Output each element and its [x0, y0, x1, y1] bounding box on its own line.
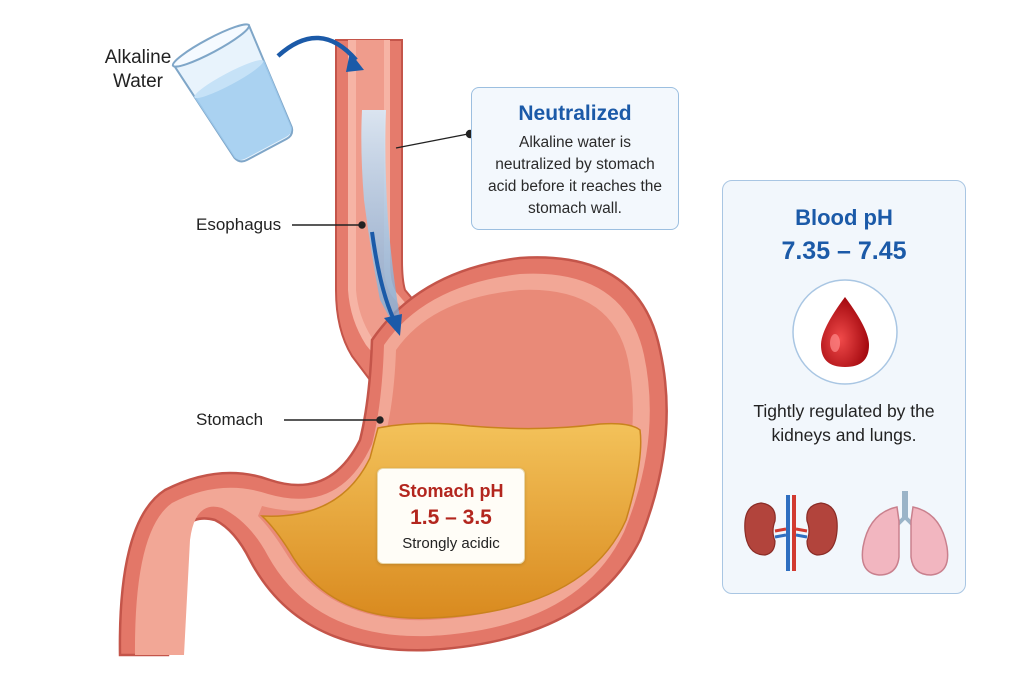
blood-ph-range: 7.35 – 7.45 — [781, 237, 907, 265]
stomach-ph-range: 1.5 – 3.5 — [410, 506, 492, 529]
water-glass-icon — [171, 23, 294, 163]
blood-ph-panel: Blood pH 7.35 – 7.45 Tightly regulated b… — [722, 180, 966, 594]
stomach-label: Stomach — [196, 410, 264, 429]
water-stream — [361, 110, 400, 322]
flow-arrow-icon — [276, 35, 402, 336]
kidneys-icon — [744, 495, 838, 571]
stomach-ph-callout: Stomach pH 1.5 – 3.5 Strongly acidic — [377, 468, 525, 564]
alkaline-water-label: Alkaline Water — [104, 47, 172, 92]
leader-lines — [284, 129, 475, 424]
lungs-icon — [861, 491, 949, 576]
blood-drop-icon — [792, 279, 898, 385]
neutralized-body: Alkaline water is neutralized by stomach… — [487, 134, 663, 217]
blood-ph-title: Blood pH — [795, 205, 893, 230]
blood-ph-description: Tightly regulated by the kidneys and lun… — [753, 401, 935, 445]
esophagus-label: Esophagus — [196, 215, 282, 234]
stomach-ph-description: Strongly acidic — [402, 535, 500, 552]
neutralized-title: Neutralized — [518, 102, 632, 125]
neutralized-callout: Neutralized Alkaline water is neutralize… — [471, 87, 679, 230]
stomach-ph-title: Stomach pH — [398, 481, 504, 501]
